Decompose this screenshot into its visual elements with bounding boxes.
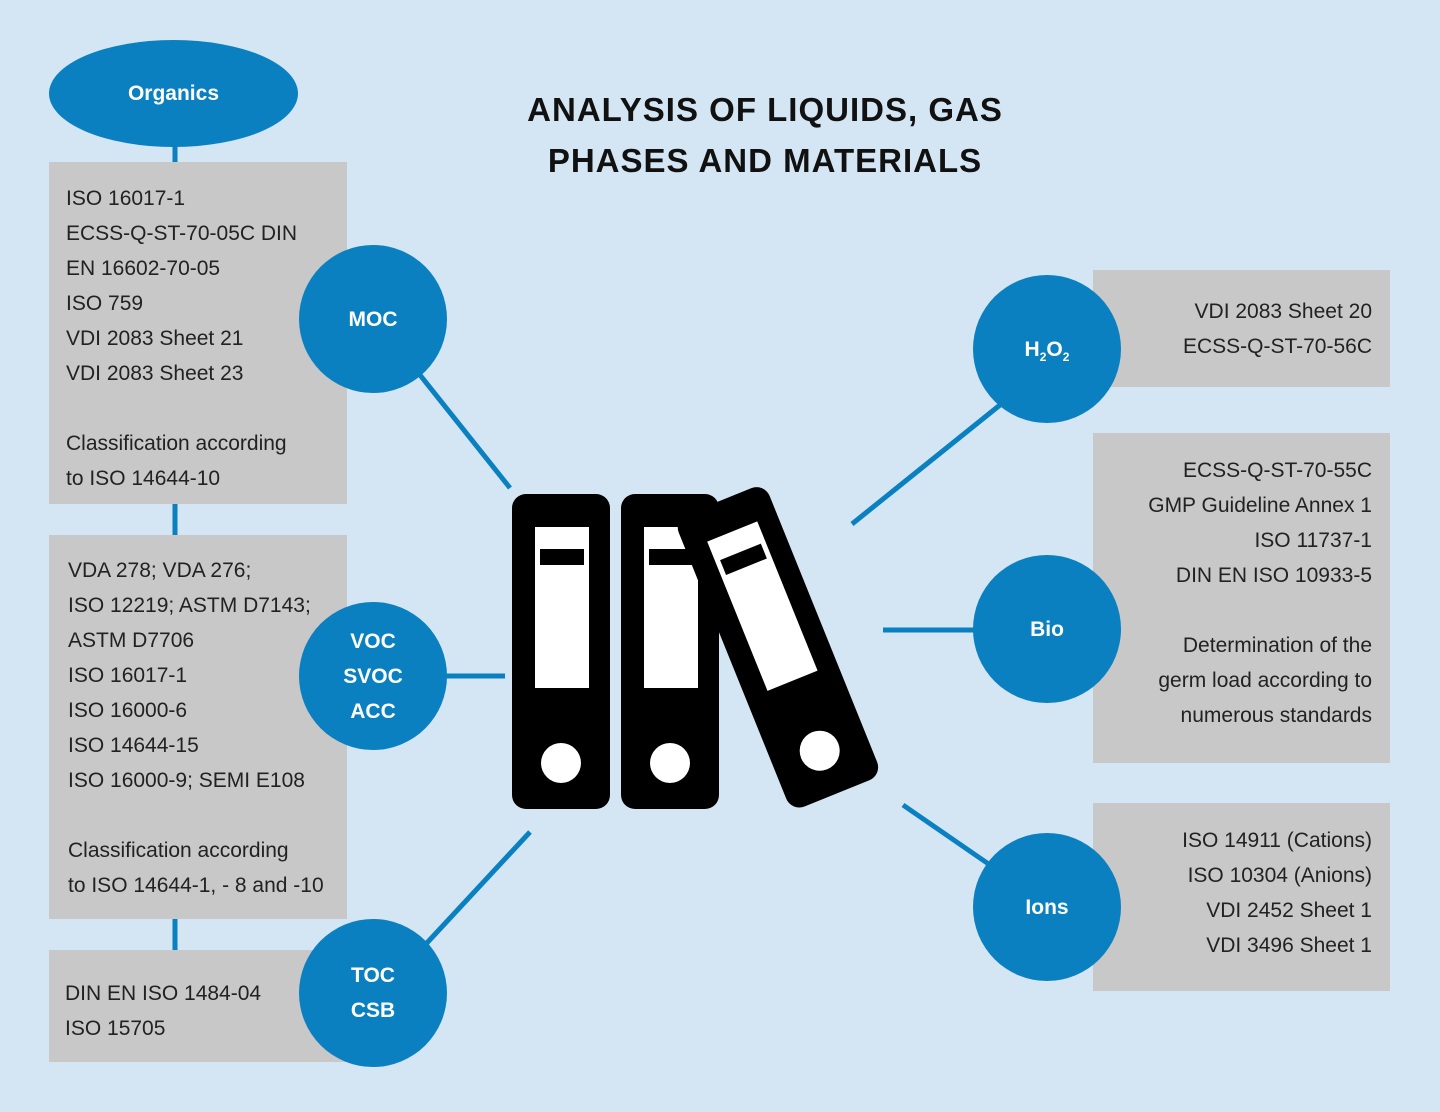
bio-note-3: numerous standards (1180, 704, 1372, 727)
bio-spacer (1093, 593, 1372, 628)
bio-standard-2: GMP Guideline Annex 1 (1148, 494, 1372, 517)
ions-standard-1: ISO 14911 (Cations) (1182, 829, 1372, 852)
moc-spacer (66, 391, 347, 426)
h2o2-standards-box: VDI 2083 Sheet 20 ECSS-Q-ST-70-56C (1093, 270, 1390, 387)
bio-standards-box: ECSS-Q-ST-70-55C GMP Guideline Annex 1 I… (1093, 433, 1390, 763)
moc-standard-1: ISO 16017-1 (66, 187, 186, 210)
h2o2-standard-2: ECSS-Q-ST-70-56C (1182, 335, 1372, 358)
organics-label: Organics (127, 81, 220, 105)
toc-standard-2: ISO 15705 (65, 1017, 166, 1040)
voc-note-2: to ISO 14644-1, - 8 and -10 (68, 874, 324, 897)
h2o2-label: H2O2 (1025, 332, 1070, 367)
moc-note-2: to ISO 14644-10 (66, 467, 221, 490)
binder-1-icon (512, 494, 610, 809)
moc-standard-4: ISO 759 (66, 292, 144, 315)
h2o2-label-h: H (1024, 337, 1040, 361)
h2o2-standard-1: VDI 2083 Sheet 20 (1194, 300, 1372, 323)
bio-standard-4: DIN EN ISO 10933-5 (1175, 564, 1372, 587)
organics-oval: Organics (49, 40, 298, 147)
voc-standards-box: VDA 278; VDA 276; ISO 12219; ASTM D7143;… (49, 535, 347, 919)
toc-circle: TOC CSB (299, 919, 447, 1067)
moc-circle: MOC (299, 245, 447, 393)
voc-label-2: SVOC (343, 664, 403, 688)
voc-circle: VOC SVOC ACC (299, 602, 447, 750)
voc-label-3: ACC (350, 699, 396, 723)
bio-circle: Bio (973, 555, 1121, 703)
ions-standard-3: VDI 2452 Sheet 1 (1206, 899, 1372, 922)
h2o2-label-sub-1: 2 (1039, 349, 1047, 364)
moc-standard-6: VDI 2083 Sheet 23 (66, 362, 244, 385)
toc-label-1: TOC (351, 964, 395, 987)
binder-2-icon (621, 494, 719, 809)
title-line-2: PHASES AND MATERIALS (547, 142, 983, 179)
voc-label-1: VOC (350, 629, 396, 653)
h2o2-label-o: O (1046, 337, 1063, 361)
binder-3-icon (677, 487, 879, 808)
toc-label-2: CSB (350, 999, 396, 1022)
moc-label: MOC (348, 307, 398, 331)
ions-standard-4: VDI 3496 Sheet 1 (1206, 934, 1372, 957)
voc-note-1: Classification according (68, 839, 289, 862)
connector-ions-binders (901, 802, 992, 868)
ions-standards-box: ISO 14911 (Cations) ISO 10304 (Anions) V… (1093, 803, 1390, 991)
voc-standard-3: ASTM D7706 (68, 629, 195, 652)
connector-toc-binders (423, 830, 532, 947)
title-line-1: ANALYSIS OF LIQUIDS, GAS (527, 91, 1003, 128)
voc-standard-4: ISO 16017-1 (68, 664, 188, 687)
moc-standard-3: EN 16602-70-05 (66, 257, 221, 280)
moc-standard-5: VDI 2083 Sheet 21 (66, 327, 244, 350)
moc-standards-box: ISO 16017-1 ECSS-Q-ST-70-05C DIN EN 1660… (49, 162, 347, 504)
voc-standard-5: ISO 16000-6 (68, 699, 188, 722)
bio-note-1: Determination of the (1182, 634, 1372, 657)
ions-label: Ions (1025, 895, 1069, 919)
connector-h2o2-binders (850, 403, 1002, 526)
bio-standard-3: ISO 11737-1 (1254, 529, 1372, 552)
page-title: ANALYSIS OF LIQUIDS, GAS PHASES AND MATE… (460, 84, 1070, 186)
bio-label: Bio (1030, 617, 1064, 641)
moc-standard-2: ECSS-Q-ST-70-05C DIN (66, 222, 298, 245)
toc-standards-box: DIN EN ISO 1484-04 ISO 15705 (49, 950, 347, 1062)
voc-standard-7: ISO 16000-9; SEMI E108 (68, 769, 305, 792)
ions-circle: Ions (973, 833, 1121, 981)
binders-icon (512, 487, 879, 809)
voc-spacer (68, 798, 347, 833)
toc-standard-1: DIN EN ISO 1484-04 (65, 982, 262, 1005)
h2o2-label-sub-2: 2 (1062, 349, 1070, 364)
moc-note-1: Classification according (66, 432, 287, 455)
voc-standard-6: ISO 14644-15 (68, 734, 199, 757)
connector-moc-binders (418, 373, 512, 490)
ions-standard-2: ISO 10304 (Anions) (1187, 864, 1372, 887)
h2o2-circle: H2O2 (973, 275, 1121, 423)
voc-standard-1: VDA 278; VDA 276; (68, 559, 252, 582)
voc-standard-2: ISO 12219; ASTM D7143; (68, 594, 311, 617)
bio-standard-1: ECSS-Q-ST-70-55C (1182, 459, 1372, 482)
bio-note-2: germ load according to (1158, 669, 1372, 692)
